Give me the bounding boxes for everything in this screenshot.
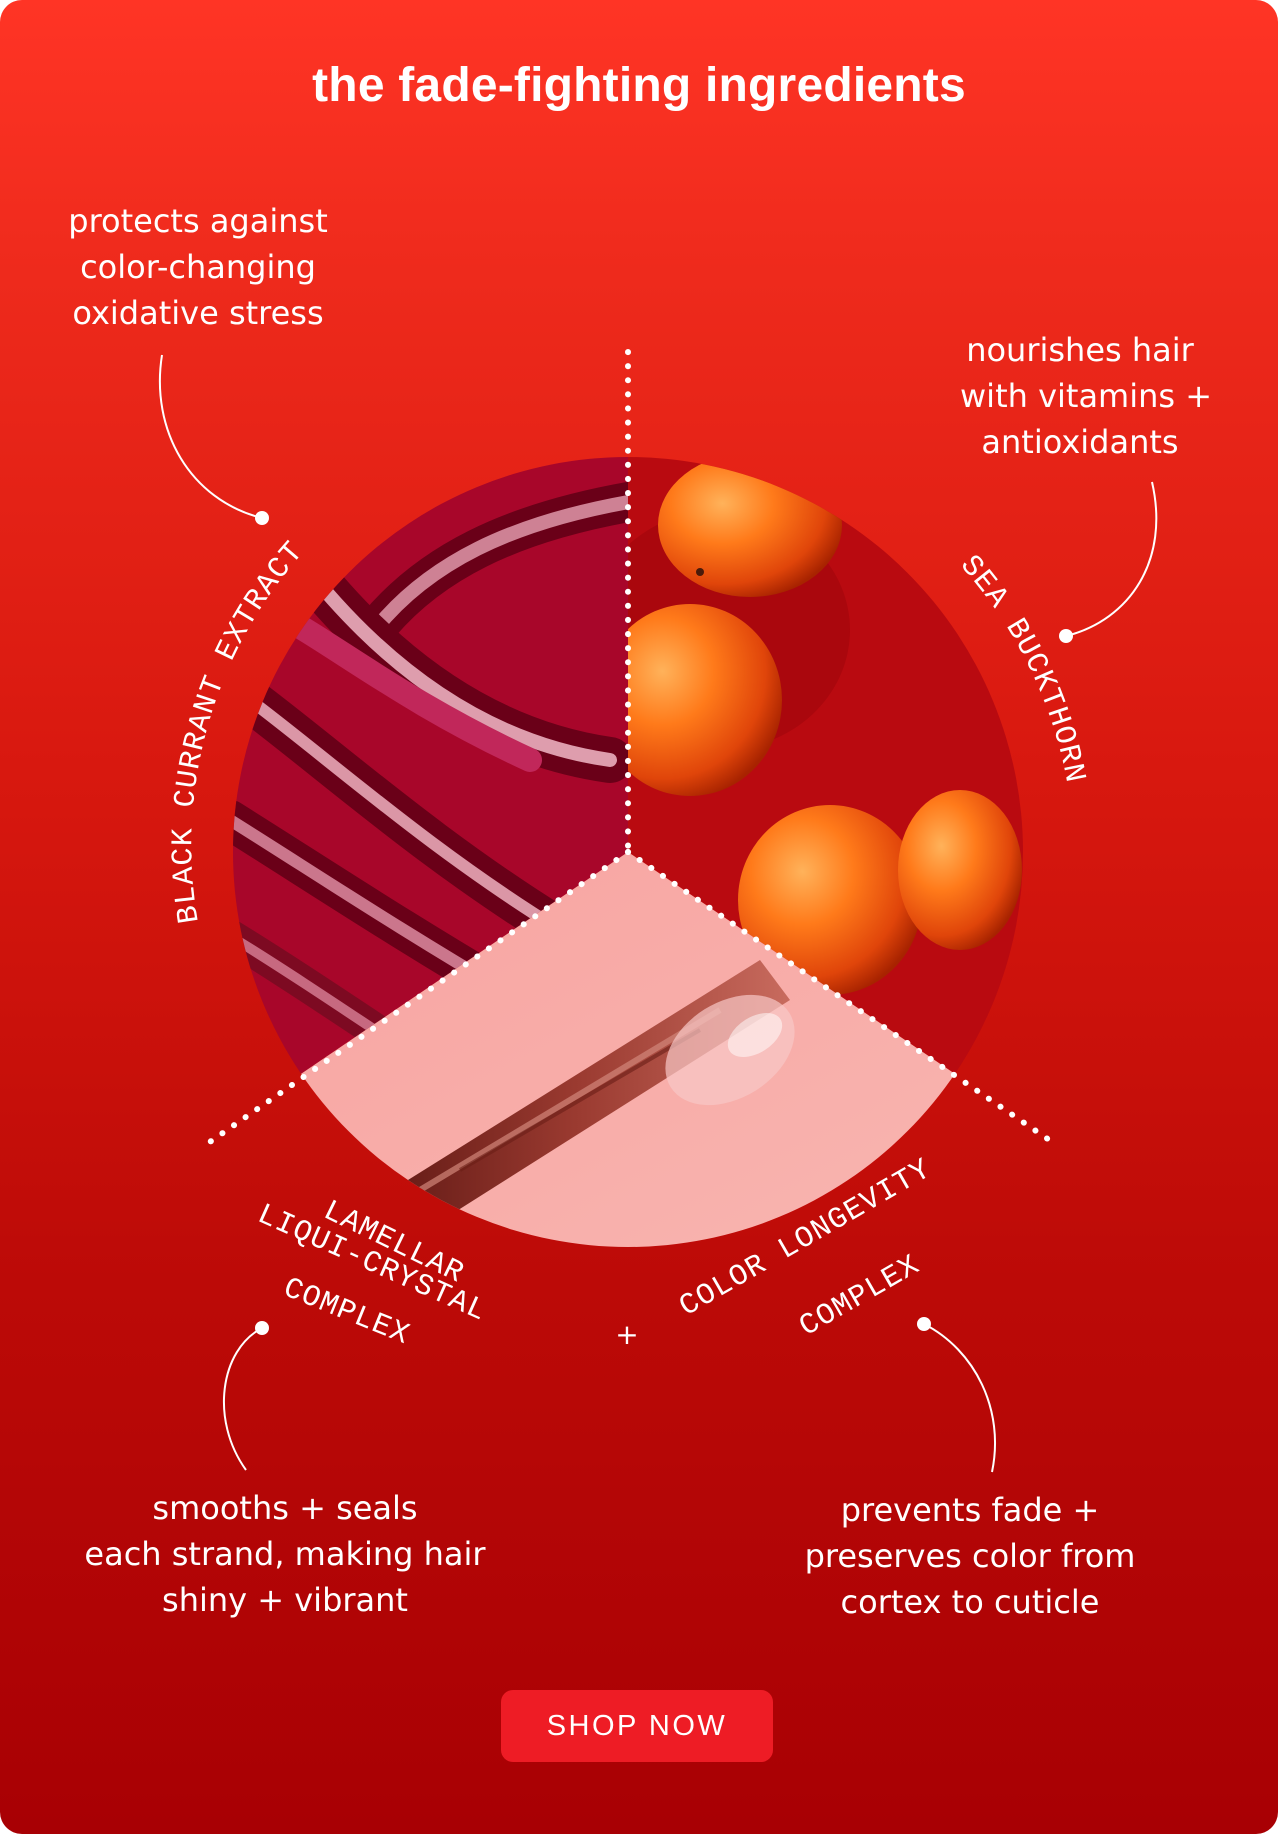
connector-dots	[255, 511, 1073, 1335]
description-line: antioxidants	[981, 423, 1179, 461]
description-line: nourishes hair	[966, 331, 1194, 369]
description-line: protects against	[68, 202, 328, 240]
lamellar-description: smooths + seals each strand, making hair…	[60, 1485, 510, 1623]
description-line: each strand, making hair	[84, 1535, 486, 1573]
plus-sign: +	[615, 1318, 638, 1351]
connector-lamellar	[222, 1327, 263, 1471]
description-line: cortex to cuticle	[840, 1583, 1100, 1621]
description-line: with vitamins +	[960, 377, 1213, 415]
label-line: COMPLEX	[794, 1249, 926, 1345]
divider-left	[201, 849, 631, 1149]
shop-now-button[interactable]: SHOP NOW	[501, 1690, 773, 1762]
connector-dot	[1059, 629, 1073, 643]
description-line: smooths + seals	[152, 1489, 418, 1527]
divider-right	[625, 849, 1061, 1149]
connector-black-currant	[158, 354, 263, 519]
description-line: shiny + vibrant	[162, 1581, 408, 1619]
segment-dividers	[201, 349, 1061, 1149]
description-line: preserves color from	[804, 1537, 1136, 1575]
description-line: color-changing	[80, 248, 316, 286]
description-line: oxidative stress	[72, 294, 324, 332]
connector-color-longevity	[923, 1323, 997, 1473]
sea-buckthorn-description: nourishes hair with vitamins + antioxida…	[960, 327, 1213, 465]
page-title: the fade-fighting ingredients	[312, 59, 966, 112]
connectors	[158, 354, 1158, 1473]
connector-dot	[255, 511, 269, 525]
connector-dot	[255, 1321, 269, 1335]
connector-dot	[917, 1317, 931, 1331]
color-longevity-description: prevents fade + preserves color from cor…	[780, 1487, 1160, 1625]
lamellar-label: LAMELLAR LIQUI-CRYSTAL COMPLEX	[252, 1194, 492, 1353]
description-line: prevents fade +	[840, 1491, 1100, 1529]
black-currant-description: protects against color-changing oxidativ…	[48, 198, 348, 336]
connector-sea-buckthorn	[1065, 481, 1158, 637]
